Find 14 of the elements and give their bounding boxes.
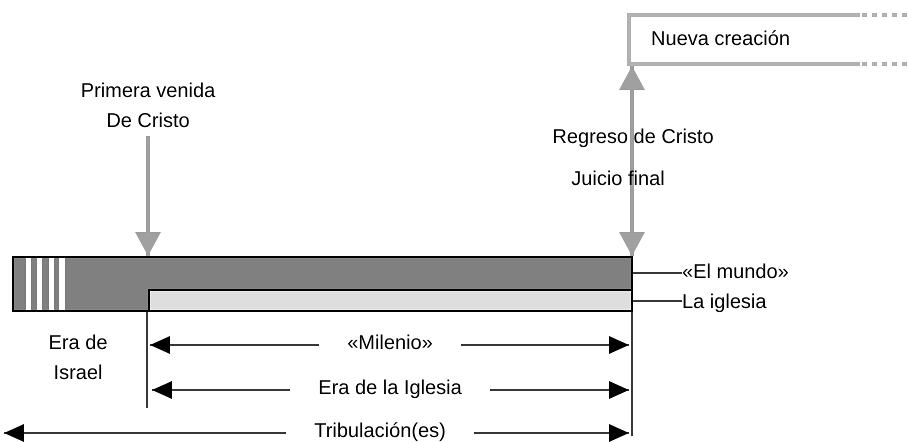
box-label: Nueva creación: [651, 27, 791, 52]
leader-line: [633, 300, 682, 302]
text-label: «El mundo»: [682, 258, 832, 288]
event-label: Juicio final: [570, 167, 666, 192]
arrow: [135, 136, 161, 256]
leader-line: [633, 272, 682, 274]
double-arrow: [619, 66, 645, 256]
era-label: Era de Israel: [48, 331, 108, 386]
event-label: Regreso de Cristo: [551, 125, 715, 150]
church-bar: [148, 289, 633, 312]
world-bar: [12, 256, 633, 312]
era-box: [627, 13, 860, 66]
text-label: La iglesia: [682, 288, 832, 318]
text-label: Primera venida De Cristo: [68, 76, 228, 136]
